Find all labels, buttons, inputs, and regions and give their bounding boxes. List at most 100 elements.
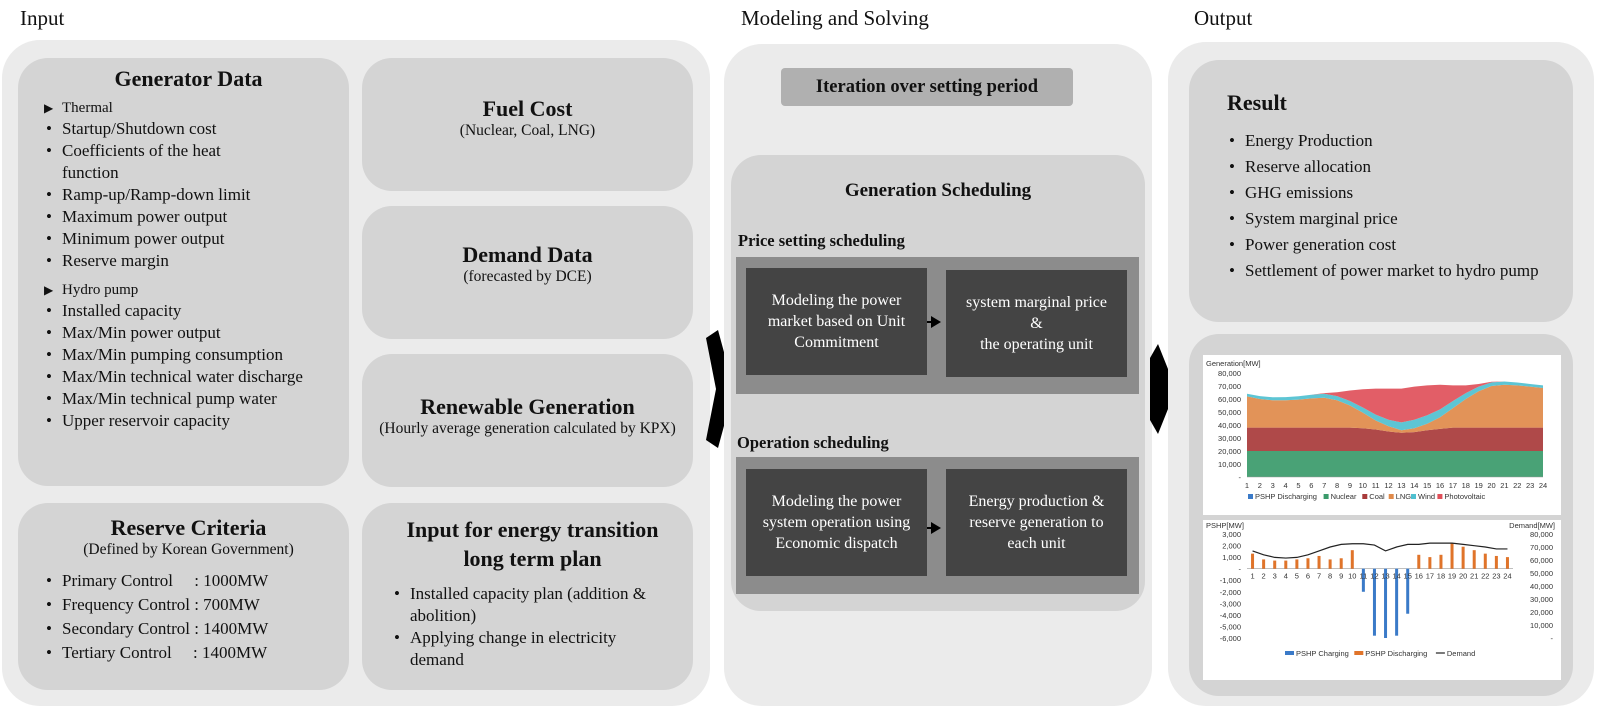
chart2-bar-pshp-discharging — [1494, 555, 1498, 569]
chart2-xtick: 1 — [1250, 572, 1254, 581]
chart1-xtick: 24 — [1539, 481, 1547, 490]
chart2-bar-pshp-discharging — [1295, 559, 1299, 569]
hydro-item: Max/Min technical pump water — [44, 388, 304, 410]
chart2-bar-pshp-charging — [1406, 568, 1410, 614]
chart2-xtick: 21 — [1470, 572, 1478, 581]
chart1-xtick: 9 — [1348, 481, 1352, 490]
chart2-bar-pshp-discharging — [1339, 558, 1343, 569]
chart1-xtick: 4 — [1284, 481, 1288, 490]
chart1-ytick: - — [1239, 473, 1242, 482]
chart2-xtick: 20 — [1459, 572, 1467, 581]
input-section-label: Input — [20, 6, 65, 30]
chart2-bar-pshp-discharging — [1284, 560, 1288, 569]
chart1-xtick: 11 — [1372, 481, 1380, 490]
thermal-item: Coefficients of the heat function — [44, 140, 254, 184]
hydro-list: Installed capacityMax/Min power outputMa… — [44, 300, 304, 432]
chart2-ytick: -5,000 — [1220, 622, 1241, 631]
renewable-generation-subtitle: (Hourly average generation calculated by… — [379, 420, 676, 437]
reserve-criteria-box: Reserve Criteria (Defined by Korean Gove… — [18, 503, 349, 690]
chart1-ytick: 10,000 — [1218, 460, 1241, 469]
chart2-y2tick: 70,000 — [1530, 543, 1553, 552]
price-model-box: Modeling the power market based on Unit … — [746, 268, 927, 375]
chart2-y2tick: 40,000 — [1530, 582, 1553, 591]
chart2-bar-pshp-charging — [1384, 568, 1388, 638]
chart1-legend-swatch — [1323, 494, 1329, 499]
chart1-xtick: 21 — [1500, 481, 1508, 490]
chart1-xtick: 22 — [1513, 481, 1521, 490]
chart1-legend-label: Photovoltaic — [1444, 492, 1485, 501]
operation-arrow-shaft — [927, 527, 935, 529]
operation-model-box: Modeling the power system operation usin… — [746, 469, 927, 576]
reserve-criteria-subtitle: (Defined by Korean Government) — [83, 541, 294, 558]
chart2-xtick: 6 — [1306, 572, 1310, 581]
chart2-ytick: 3,000 — [1222, 530, 1241, 539]
chart2-xtick: 17 — [1426, 572, 1434, 581]
chart2-ylabel: PSHP[MW] — [1206, 521, 1244, 530]
chart1-xtick: 15 — [1423, 481, 1431, 490]
chart2-bar-pshp-discharging — [1306, 558, 1310, 569]
chart1-xtick: 13 — [1397, 481, 1405, 490]
chart2-bar-pshp-discharging — [1439, 554, 1443, 569]
hydro-item: Installed capacity — [44, 300, 304, 322]
chart2-y2tick: - — [1551, 634, 1554, 643]
renewable-generation-box: Renewable Generation (Hourly average gen… — [362, 354, 693, 487]
chart2-y2label: Demand[MW] — [1509, 521, 1555, 530]
chart2-ytick: - — [1239, 565, 1242, 574]
operation-arrow-icon — [931, 522, 941, 534]
price-setting-heading: Price setting scheduling — [738, 231, 905, 250]
chart2-bar-pshp-charging — [1372, 568, 1376, 636]
chart1-xtick: 5 — [1296, 481, 1300, 490]
chart2-ytick: -2,000 — [1220, 588, 1241, 597]
hydro-pump-heading: Hydro pump — [44, 280, 333, 300]
chart2-xtick: 8 — [1328, 572, 1332, 581]
chart2-ytick: -4,000 — [1220, 611, 1241, 620]
generator-data-box: Generator Data Thermal Startup/Shutdown … — [18, 58, 349, 486]
chart2-xtick: 11 — [1359, 572, 1367, 581]
chart1-xtick: 3 — [1271, 481, 1275, 490]
chart1-legend-swatch — [1437, 494, 1443, 499]
chart1-legend-swatch — [1248, 494, 1253, 499]
thermal-item: Reserve margin — [44, 250, 254, 272]
reserve-item: Tertiary Control : 1400MW — [44, 641, 333, 665]
thermal-item: Ramp-up/Ramp-down limit — [44, 184, 254, 206]
price-result-line-3: the operating unit — [980, 336, 1093, 353]
chart1-xtick: 12 — [1384, 481, 1392, 490]
chart1-legend-label: Wind — [1418, 492, 1435, 501]
chart2-bar-pshp-discharging — [1483, 553, 1487, 569]
reserve-item: Frequency Control : 700MW — [44, 593, 333, 617]
chart1-legend-label: Nuclear — [1331, 492, 1357, 501]
big-arrow-icon — [706, 330, 734, 448]
chart2-ytick: 1,000 — [1222, 553, 1241, 562]
chart2-xtick: 5 — [1295, 572, 1299, 581]
chart2-bar-pshp-discharging — [1428, 557, 1432, 569]
thermal-item: Maximum power output — [44, 206, 254, 228]
reserve-item: Secondary Control : 1400MW — [44, 617, 333, 641]
chart2-xtick: 24 — [1503, 572, 1511, 581]
chart1-ytick: 20,000 — [1218, 447, 1241, 456]
chart2-xtick: 10 — [1348, 572, 1356, 581]
chart2-xtick: 19 — [1448, 572, 1456, 581]
chart1-ytick: 30,000 — [1218, 434, 1241, 443]
chart2-xtick: 2 — [1262, 572, 1266, 581]
thermal-item: Minimum power output — [44, 228, 254, 250]
price-result-line-2: & — [1030, 315, 1043, 332]
price-arrow-icon — [931, 316, 941, 328]
iteration-label: Iteration over setting period — [781, 68, 1073, 106]
chart2-xtick: 3 — [1273, 572, 1277, 581]
hydro-item: Max/Min pumping consumption — [44, 344, 304, 366]
result-item: GHG emissions — [1227, 180, 1563, 206]
result-box: Result Energy ProductionReserve allocati… — [1189, 60, 1573, 322]
result-list: Energy ProductionReserve allocationGHG e… — [1227, 128, 1563, 284]
transition-input-title: Input for energy transition long term pl… — [406, 517, 659, 571]
chart2-bar-pshp-charging — [1361, 568, 1365, 592]
chart1-ytick: 70,000 — [1218, 382, 1241, 391]
hydro-item: Max/Min technical water discharge — [44, 366, 304, 388]
chart2-bar-pshp-discharging — [1317, 555, 1321, 569]
chart2-bar-pshp-discharging — [1505, 557, 1509, 569]
chart2-legend-swatch — [1354, 651, 1364, 655]
reserve-list: Primary Control : 1000MWFrequency Contro… — [44, 569, 333, 665]
chart1-ytick: 40,000 — [1218, 421, 1241, 430]
demand-data-subtitle: (forecasted by DCE) — [463, 268, 592, 285]
chart2-xtick: 23 — [1492, 572, 1500, 581]
chart2-xtick: 7 — [1317, 572, 1321, 581]
